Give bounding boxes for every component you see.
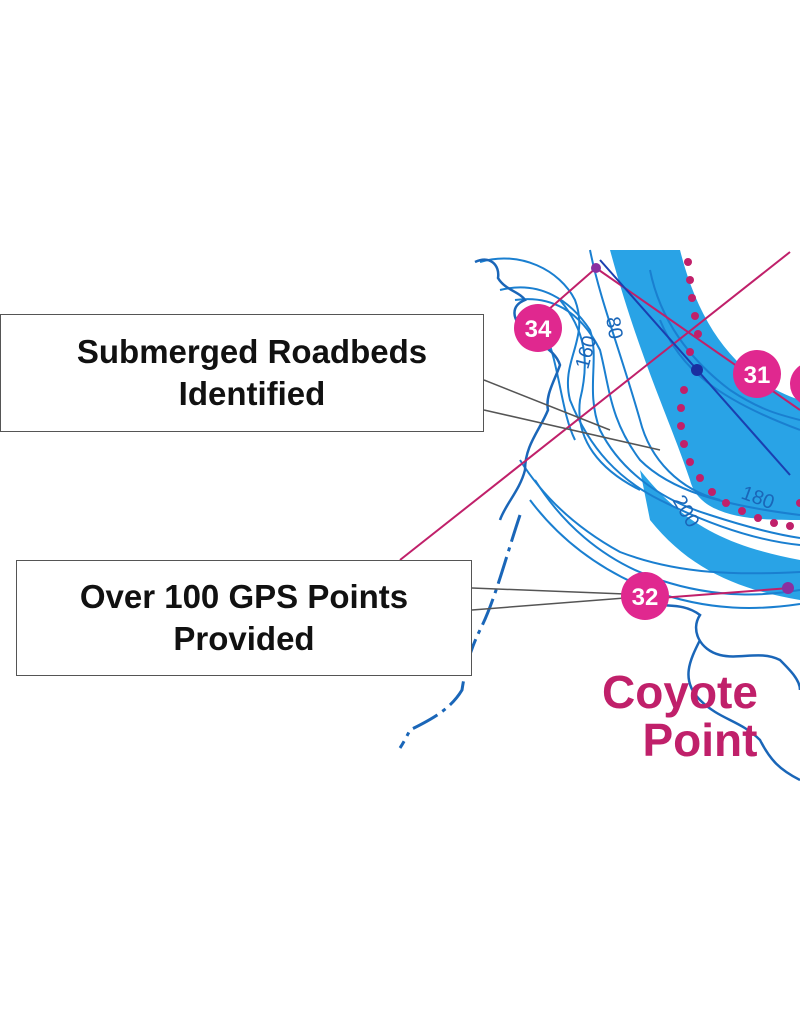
contour-lines xyxy=(479,249,800,610)
deep-water-channel-outer xyxy=(640,470,800,600)
waypoint-34[interactable]: 34 xyxy=(514,304,562,352)
deep-water-channel xyxy=(610,250,800,520)
callout-line: Submerged Roadbeds xyxy=(76,333,428,370)
callout-line: Provided xyxy=(173,620,315,657)
gps-point-marker xyxy=(782,582,794,594)
roadbed-dots xyxy=(677,258,800,530)
callout-submerged-roadbeds: Submerged Roadbeds Identified xyxy=(0,314,484,432)
waypoint-label: 32 xyxy=(632,584,659,611)
place-label-line: Coyote xyxy=(602,666,758,718)
gps-point-marker xyxy=(591,263,601,273)
place-label-line: Point xyxy=(642,714,758,766)
waypoint-label: 31 xyxy=(744,362,771,389)
gps-point-marker xyxy=(691,364,703,376)
callout-leaders xyxy=(471,379,661,611)
trail-line xyxy=(398,514,522,749)
callout-line: Identified xyxy=(178,375,326,412)
waypoint-31[interactable]: 31 xyxy=(733,350,781,398)
waypoint-partial[interactable] xyxy=(790,362,800,406)
place-label-coyote-point: Coyote Point xyxy=(550,668,800,764)
depth-label: 160 xyxy=(572,333,602,371)
waypoint-32[interactable]: 32 xyxy=(621,572,669,620)
depth-label: 80 xyxy=(601,315,627,341)
callout-gps-points: Over 100 GPS Points Provided xyxy=(16,560,472,676)
waypoint-label: 34 xyxy=(525,316,552,343)
callout-line: Over 100 GPS Points xyxy=(79,578,409,615)
